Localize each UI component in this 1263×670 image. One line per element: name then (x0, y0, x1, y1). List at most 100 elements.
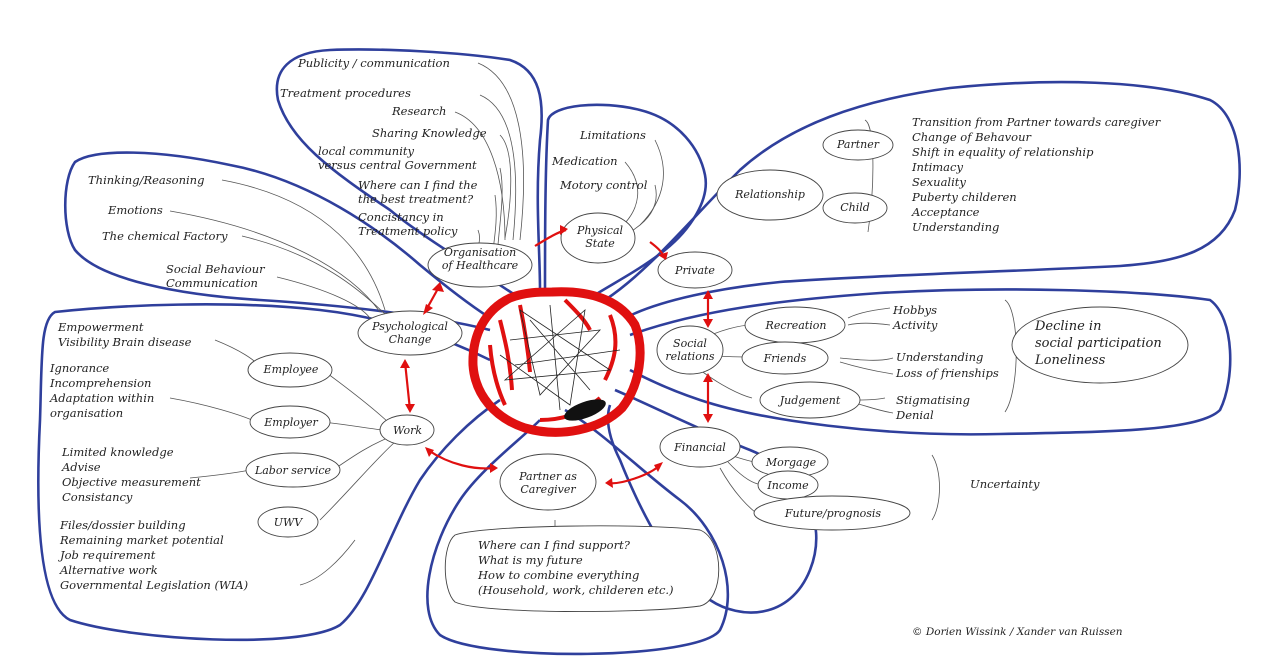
private-item: Understanding (912, 220, 1000, 234)
decline-line: social participation (1035, 336, 1162, 351)
uwv-item: Job requirement (60, 548, 156, 562)
psych-item: Thinking/Reasoning (88, 173, 205, 187)
employer-label: Employer (264, 416, 318, 429)
social-item: Stigmatising (896, 393, 970, 407)
red-arrows (400, 225, 713, 488)
physical-item: Motory control (560, 178, 648, 192)
partner-item: (Household, work, childeren etc.) (478, 583, 674, 597)
uncertainty-label: Uncertainty (970, 477, 1040, 491)
employee-item: Visibility Brain disease (58, 335, 192, 349)
oval-private (657, 251, 733, 289)
healthcare-item: Sharing Knowledge (372, 126, 487, 140)
uwv-item: Remaining market potential (60, 533, 224, 547)
social-item: Activity (893, 318, 938, 332)
oval-partner (499, 453, 597, 511)
oval-financial (659, 426, 741, 468)
healthcare-item: Publicity / communication (298, 56, 450, 70)
partner-item: Where can I find support? (478, 538, 630, 552)
future-label: Future/prognosis (784, 507, 882, 520)
bracket-social (1004, 299, 1017, 413)
recreation-label: Recreation (765, 319, 827, 332)
partner-item: What is my future (478, 553, 583, 567)
oval-organisation (427, 242, 533, 288)
employer-item: Adaptation within (50, 391, 155, 405)
partner-label: Partner (837, 138, 879, 151)
oval-child (822, 192, 888, 224)
bracket-financial (931, 454, 940, 521)
oval-relationship (716, 169, 824, 221)
social-item: Hobbys (893, 303, 938, 317)
decline-line: Loneliness (1035, 353, 1106, 368)
income-label: Income (767, 479, 809, 492)
hub-physical: Physical State (576, 224, 624, 250)
healthcare-item: Where can I find the (358, 178, 478, 192)
healthcare-item: Research (392, 104, 447, 118)
employee-item: Empowerment (58, 320, 144, 334)
decline-line: Decline in (1035, 319, 1102, 334)
partner-item: How to combine everything (478, 568, 640, 582)
petal-psych-outline (63, 151, 491, 332)
labor-item: Consistancy (62, 490, 133, 504)
labor-item: Limited knowledge (62, 445, 174, 459)
uwv-label: UWV (273, 516, 303, 529)
private-item: Transition from Partner towards caregive… (912, 115, 1161, 129)
psych-item: Emotions (108, 203, 163, 217)
petal-social-outline (629, 288, 1232, 436)
oval-decline (1011, 306, 1189, 384)
labor-item: Advise (62, 460, 101, 474)
oval-partner-box (444, 525, 720, 613)
petal-partner-outline (426, 408, 730, 656)
healthcare-item: the best treatment? (358, 192, 474, 206)
morgage-label: Morgage (765, 456, 817, 469)
hub-social: Social relations (665, 337, 715, 363)
oval-partner-sub (822, 129, 894, 161)
oval-psychological (357, 310, 463, 356)
healthcare-item: Treatment policy (358, 224, 458, 238)
physical-item: Limitations (580, 128, 646, 142)
petal-healthcare-outline (275, 48, 543, 297)
oval-physical (560, 212, 636, 264)
private-item: Sexuality (912, 175, 966, 189)
relationship-label: Relationship (735, 188, 805, 201)
employee-label: Employee (263, 363, 319, 376)
credit-text: © Dorien Wissink / Xander van Ruissen (912, 626, 1123, 638)
oval-future (753, 495, 911, 531)
oval-labor (245, 452, 341, 488)
judgement-label: Judgement (779, 394, 841, 407)
employer-item: Incomprehension (50, 376, 152, 390)
social-item: Denial (896, 408, 934, 422)
healthcare-item: versus central Government (318, 158, 477, 172)
private-item: Change of Behavour (912, 130, 1031, 144)
private-item: Intimacy (912, 160, 963, 174)
petal-private-outline (604, 80, 1241, 320)
employer-item: organisation (50, 406, 124, 420)
psych-item: Social Behaviour (166, 262, 265, 276)
labor-item: Objective measurement (62, 475, 201, 489)
oval-social (656, 325, 724, 375)
healthcare-item: Concistancy in (358, 210, 444, 224)
private-item: Shift in equality of relationship (912, 145, 1094, 159)
oval-uwv (257, 506, 319, 538)
healthcare-item: local community (318, 144, 415, 158)
oval-employer (249, 405, 331, 439)
private-item: Acceptance (912, 205, 980, 219)
node-ovals (245, 129, 1189, 613)
uwv-item: Governmental Legislation (WIA) (60, 578, 249, 592)
hub-work: Work (392, 424, 423, 437)
oval-friends (741, 341, 829, 375)
social-item: Loss of frienships (896, 366, 999, 380)
hub-psychological: Psychological Change (372, 320, 448, 346)
healthcare-item: Treatment procedures (280, 86, 411, 100)
labor-label: Labor service (254, 464, 332, 477)
hub-private: Private (675, 264, 715, 277)
uwv-item: Alternative work (60, 563, 158, 577)
employer-item: Ignorance (50, 361, 110, 375)
center-scribble (468, 287, 645, 437)
hub-organisation: Organisation of Healthcare (441, 246, 519, 272)
petal-work-outline (37, 303, 501, 642)
child-label: Child (840, 201, 870, 214)
friends-label: Friends (763, 352, 807, 365)
psych-item: Communication (166, 276, 258, 290)
